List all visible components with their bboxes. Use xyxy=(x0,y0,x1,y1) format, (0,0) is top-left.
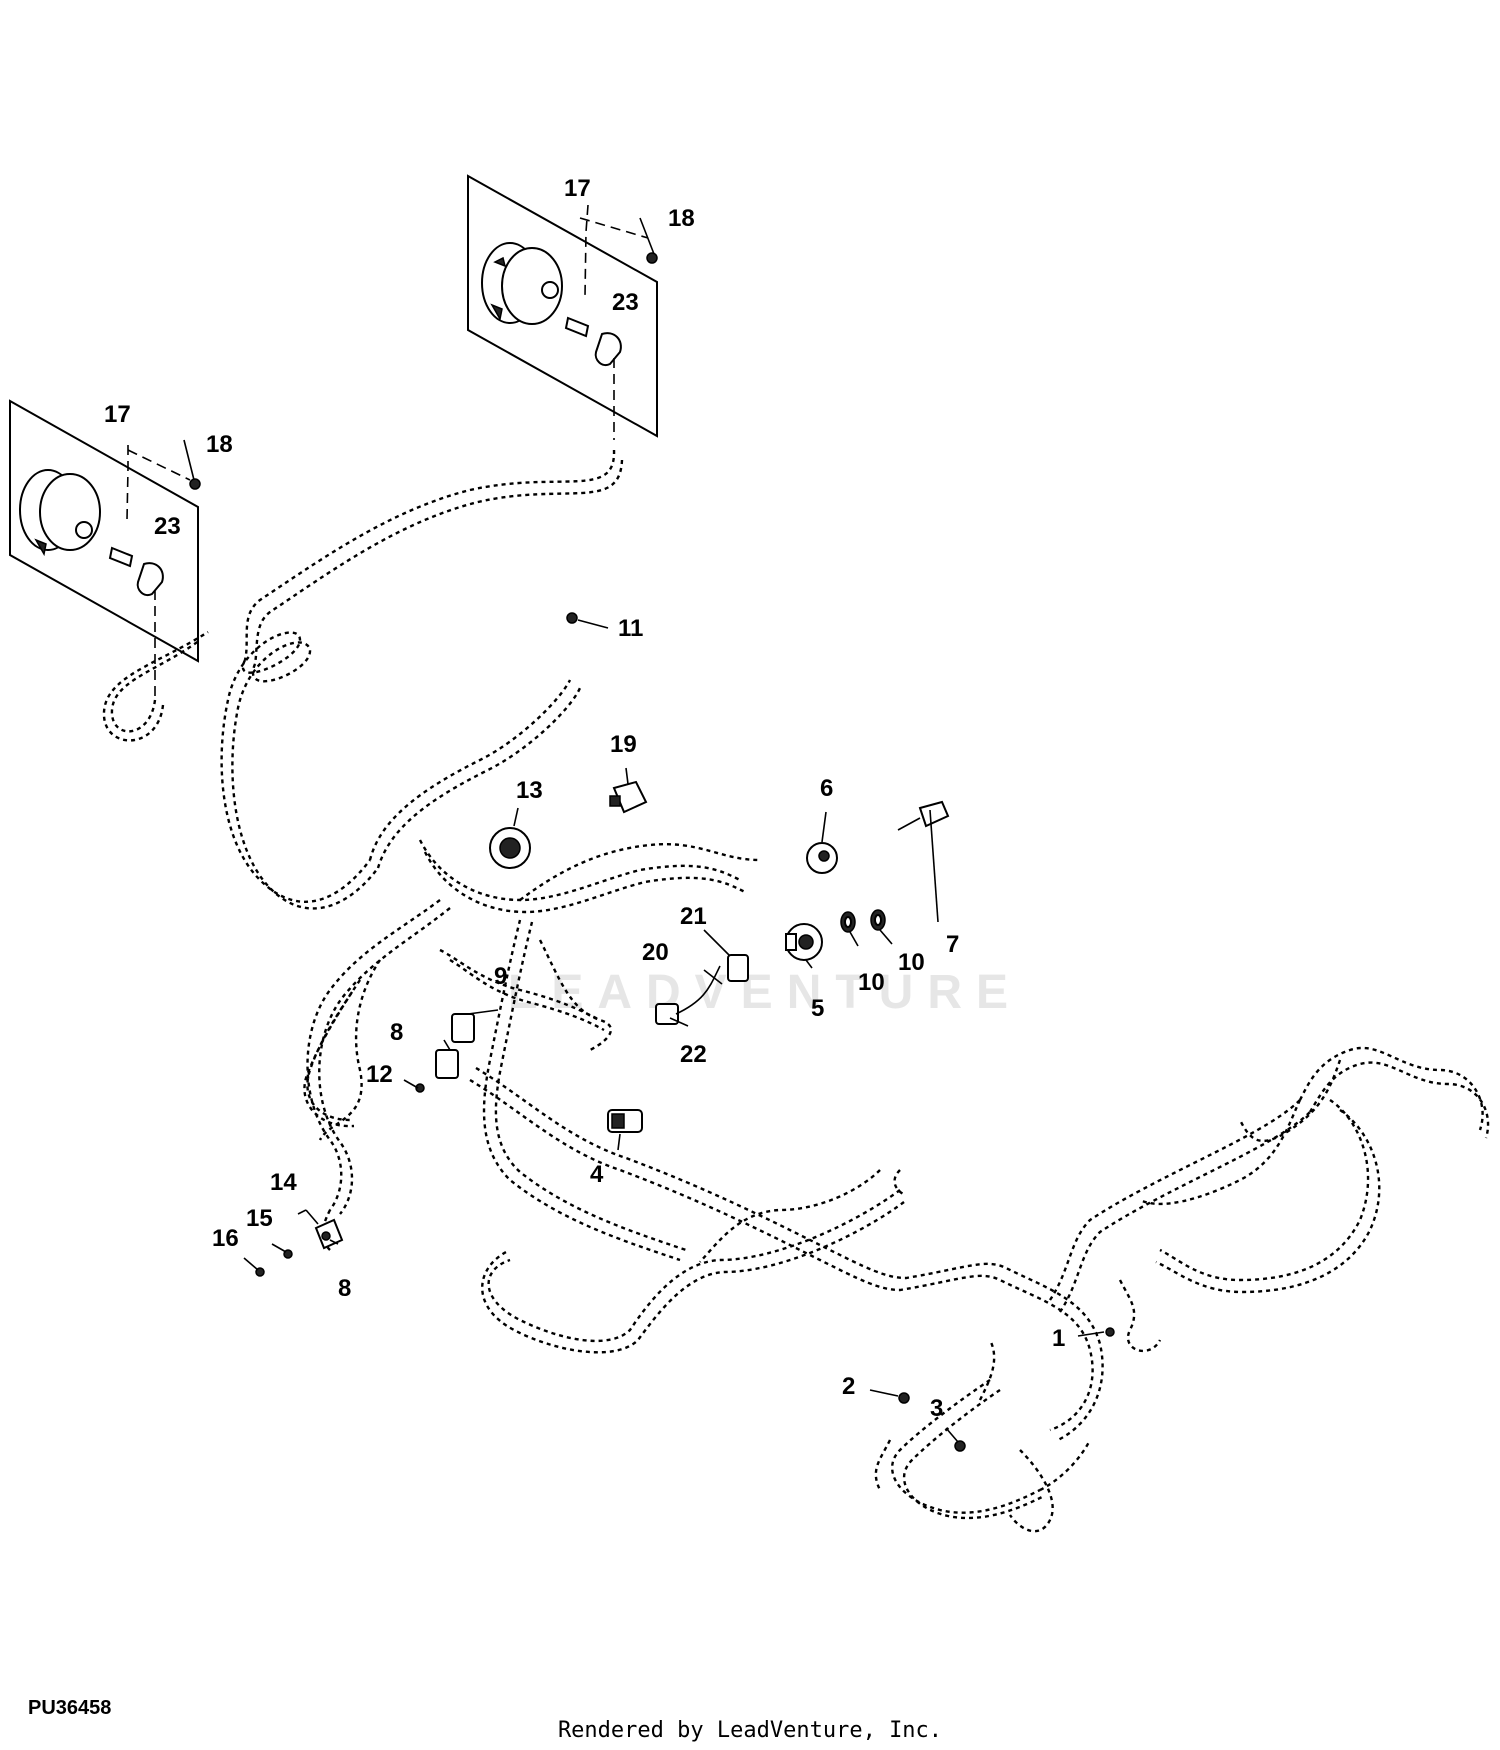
screw-icon xyxy=(646,252,658,264)
callout-2: 2 xyxy=(842,1373,855,1400)
callout-10a: 10 xyxy=(858,969,885,996)
bracket-icon xyxy=(314,1218,344,1250)
callout-23a: 23 xyxy=(612,289,639,316)
callout-4: 4 xyxy=(590,1161,604,1188)
washer-icon xyxy=(840,911,856,933)
power-outlet-icon xyxy=(609,780,648,814)
callout-16: 16 xyxy=(212,1225,239,1252)
callout-22: 22 xyxy=(680,1041,707,1068)
ignition-switch-icon xyxy=(785,923,823,961)
wiring-harness xyxy=(102,449,1490,1533)
render-credit: Rendered by LeadVenture, Inc. xyxy=(557,1718,943,1743)
bulb-icon xyxy=(108,546,164,596)
headlight-assembly-icon xyxy=(481,242,563,325)
pigtail-wire-icon xyxy=(675,965,721,1015)
callout-11: 11 xyxy=(618,615,643,642)
nut-icon xyxy=(954,1440,966,1452)
key-icon xyxy=(897,800,950,831)
nut-icon xyxy=(1105,1327,1115,1337)
callout-6: 6 xyxy=(820,775,833,802)
screw-icon xyxy=(415,1083,425,1093)
callout-13: 13 xyxy=(516,777,543,804)
callout-3: 3 xyxy=(930,1395,943,1422)
callout-8b: 8 xyxy=(338,1275,351,1302)
screw-icon xyxy=(189,478,201,490)
watermark-text: LEADVENTURE xyxy=(508,966,1023,1019)
connector-icon xyxy=(655,954,749,1025)
bolt-icon xyxy=(305,1209,319,1225)
relay-icon xyxy=(435,1013,475,1079)
bulb-icon xyxy=(564,316,622,366)
lighter-socket-icon xyxy=(489,827,531,869)
callout-7: 7 xyxy=(946,931,959,958)
screw-icon xyxy=(566,612,578,624)
callout-15: 15 xyxy=(246,1205,273,1232)
callout-5: 5 xyxy=(811,995,824,1022)
callout-8a: 8 xyxy=(390,1019,403,1046)
callout-14: 14 xyxy=(270,1169,297,1196)
callout-9: 9 xyxy=(494,963,507,990)
headlight-assembly-icon xyxy=(19,469,101,557)
bolt-icon xyxy=(898,1392,910,1404)
callout-labels: 1 2 3 4 5 6 7 8 8 9 10 10 11 12 13 14 15… xyxy=(104,175,1065,1422)
callout-10b: 10 xyxy=(898,949,925,976)
headlight-panel-left xyxy=(9,399,201,700)
nut-icon xyxy=(870,909,886,931)
callout-18a: 18 xyxy=(668,205,695,232)
figure-id: PU36458 xyxy=(28,1697,112,1719)
callout-20: 20 xyxy=(642,939,669,966)
callout-18b: 18 xyxy=(206,431,233,458)
leader-lines xyxy=(183,217,1105,1443)
callout-17a: 17 xyxy=(564,175,591,202)
key-switch-icon xyxy=(806,842,838,874)
callout-19: 19 xyxy=(610,731,637,758)
callout-1: 1 xyxy=(1052,1325,1065,1352)
callout-21: 21 xyxy=(680,903,707,930)
callout-12: 12 xyxy=(366,1061,393,1088)
callout-17b: 17 xyxy=(104,401,131,428)
headlight-panel-right xyxy=(467,174,658,440)
callout-23b: 23 xyxy=(154,513,181,540)
switch-icon xyxy=(607,1109,643,1133)
